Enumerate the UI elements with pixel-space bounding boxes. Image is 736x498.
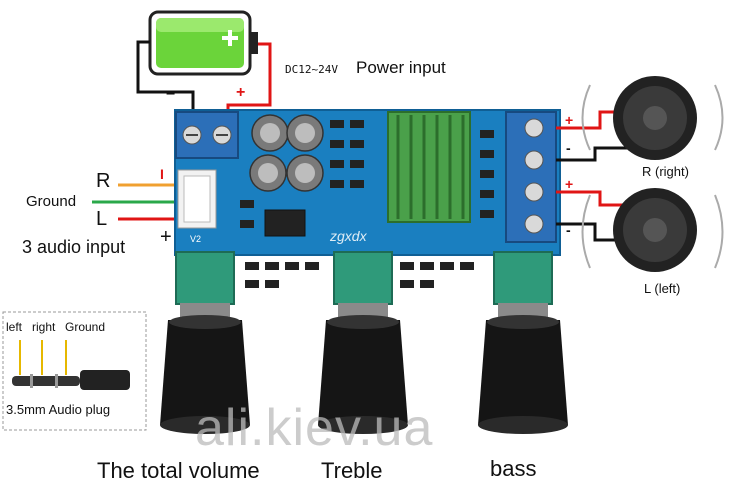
heatsink [387, 111, 471, 223]
audio-plug-icon [12, 340, 130, 390]
treble-knob[interactable] [318, 303, 408, 434]
input-r-marker: I [160, 166, 164, 182]
board-version-label: V2 [190, 234, 202, 244]
total-volume-label: The total volume [97, 458, 260, 483]
speaker-left-icon [581, 188, 724, 272]
speaker-l-plus: + [565, 176, 574, 192]
power-input-label: Power input [356, 58, 446, 77]
treble-label: Treble [321, 458, 383, 483]
plug-left-label: left [6, 320, 23, 334]
volume-knob[interactable] [160, 303, 250, 434]
speaker-l-minus: - [566, 222, 571, 238]
speaker-right-icon [581, 76, 724, 160]
bass-label: bass [490, 456, 537, 481]
plug-right-label: right [32, 320, 56, 334]
right-speaker-label: R (right) [642, 164, 689, 179]
plug-ground-label: Ground [65, 320, 106, 334]
audio-input-plus: + [160, 226, 172, 248]
bass-knob[interactable] [478, 303, 568, 434]
plug-title-label: 3.5mm Audio plug [6, 402, 111, 417]
input-r-label: R [96, 170, 111, 192]
speaker-r-plus: + [565, 112, 574, 128]
speaker-r-minus: - [566, 140, 571, 156]
power-minus-label: − [166, 86, 176, 103]
input-ground-label: Ground [26, 193, 77, 210]
battery-icon [148, 10, 258, 76]
left-speaker-label: L (left) [644, 281, 681, 296]
power-plus-label: + [236, 84, 246, 101]
audio-input-label: 3 audio input [22, 237, 126, 257]
power-voltage-label: DC12~24V [285, 63, 338, 76]
input-l-label: L [96, 208, 108, 230]
pcb-board [174, 109, 561, 256]
watermark: ali.kiev.ua [195, 399, 434, 457]
small-watermark: zgxdx [330, 228, 367, 244]
